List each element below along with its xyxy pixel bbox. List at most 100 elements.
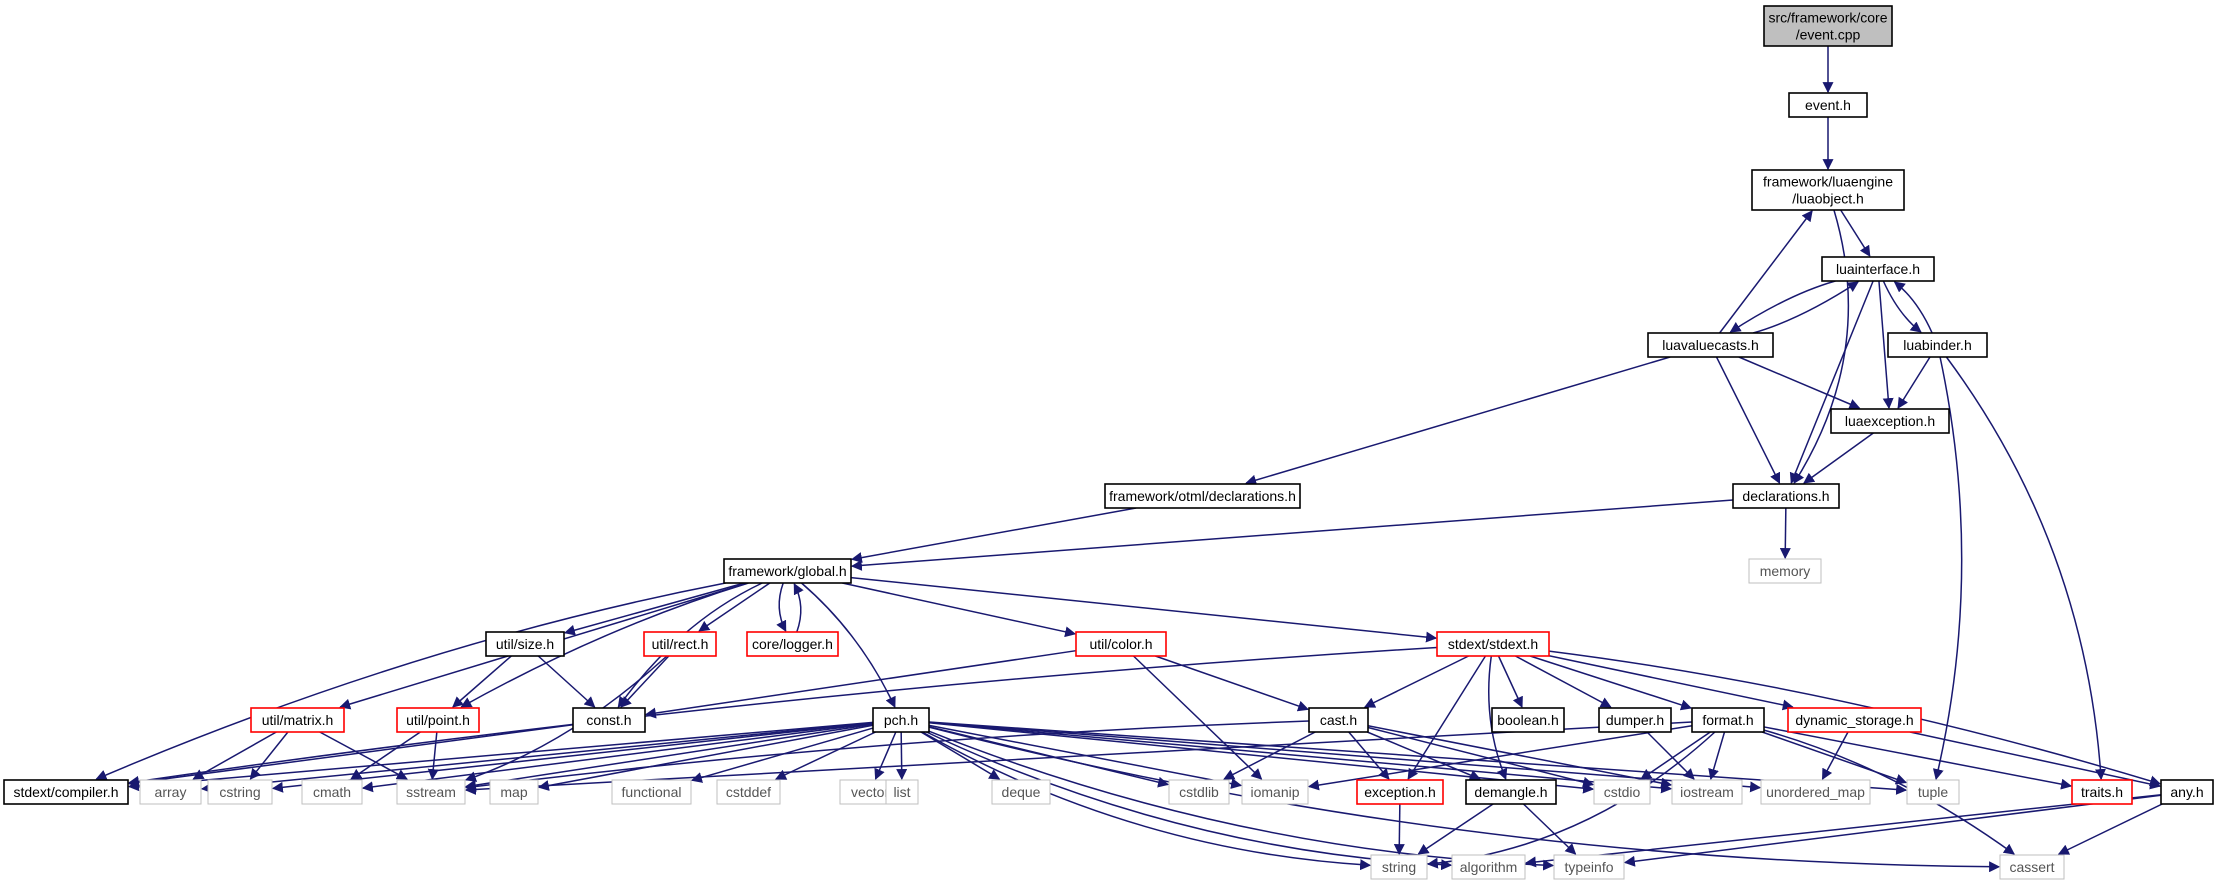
node-boolean[interactable]: boolean.h <box>1491 707 1565 733</box>
node-matrix[interactable]: util/matrix.h <box>250 707 345 733</box>
node-point[interactable]: util/point.h <box>396 707 480 733</box>
node-box-iostream <box>1671 779 1743 805</box>
node-label-root: src/framework/core <box>1768 10 1887 26</box>
node-logger[interactable]: core/logger.h <box>746 631 839 657</box>
node-luavaluecasts[interactable]: luavaluecasts.h <box>1647 332 1774 358</box>
node-exception[interactable]: exception.h <box>1356 779 1444 805</box>
edge-pch-to-vector <box>874 731 897 781</box>
node-any[interactable]: any.h <box>2160 779 2214 805</box>
node-cast[interactable]: cast.h <box>1308 707 1369 733</box>
node-color[interactable]: util/color.h <box>1075 631 1167 657</box>
edge-luabinder-to-luainterface <box>1893 281 1933 334</box>
edge-cast-to-cstdlib <box>1223 731 1316 780</box>
node-box-sstream <box>396 779 466 805</box>
node-box-rect <box>643 631 717 657</box>
edge-declarations-to-memory <box>1779 507 1791 560</box>
edge-size-to-const <box>537 655 596 708</box>
edge-pch-to-cstddef <box>775 731 876 780</box>
node-rect[interactable]: util/rect.h <box>643 631 717 657</box>
node-global[interactable]: framework/global.h <box>723 558 852 584</box>
node-label-algorithm: algorithm <box>1460 859 1518 875</box>
node-box-declarations <box>1732 483 1840 509</box>
node-box-algorithm <box>1451 854 1526 880</box>
edge-dumper-to-iostream <box>1646 731 1695 780</box>
node-label-cstring: cstring <box>219 784 260 800</box>
node-box-typeinfo <box>1553 854 1625 880</box>
node-box-any <box>2160 779 2214 805</box>
node-label-color: util/color.h <box>1089 636 1152 652</box>
node-box-list <box>885 779 919 805</box>
edge-luabinder-to-traits <box>1945 356 2106 781</box>
node-string: string <box>1370 854 1428 880</box>
node-box-logger <box>746 631 839 657</box>
node-format[interactable]: format.h <box>1691 707 1765 733</box>
edge-luavaluecasts-to-luainterface <box>1752 281 1859 334</box>
node-pch[interactable]: pch.h <box>872 707 930 733</box>
node-box-global <box>723 558 852 584</box>
edge-demangle-to-string <box>1417 803 1494 855</box>
node-label-cstdlib: cstdlib <box>1179 784 1219 800</box>
node-label-iostream: iostream <box>1680 784 1734 800</box>
node-label-matrix: util/matrix.h <box>262 712 334 728</box>
edge-stdext-to-cast <box>1363 655 1469 708</box>
node-label-luaobject: /luaobject.h <box>1792 191 1864 207</box>
edge-cast-to-sstream <box>464 720 1310 792</box>
edge-pch-to-array <box>200 722 874 794</box>
node-label-format: format.h <box>1702 712 1753 728</box>
node-const[interactable]: const.h <box>572 707 646 733</box>
edge-global-to-point <box>460 582 749 708</box>
node-luaexception[interactable]: luaexception.h <box>1830 408 1950 434</box>
node-root[interactable]: src/framework/core/event.cpp <box>1763 5 1893 47</box>
node-box-point <box>396 707 480 733</box>
node-demangle[interactable]: demangle.h <box>1465 779 1557 805</box>
edge-stdext-to-dynstore <box>1548 655 1794 711</box>
node-label-luaexception: luaexception.h <box>1845 413 1935 429</box>
edge-otml_decl-to-global <box>850 507 1137 563</box>
node-unordered_map: unordered_map <box>1760 779 1871 805</box>
node-label-event_h: event.h <box>1805 97 1851 113</box>
edge-dynstore-to-unordered_map <box>1821 731 1849 780</box>
edge-pch-to-deque <box>920 731 1001 780</box>
node-box-color <box>1075 631 1167 657</box>
node-label-any: any.h <box>2170 784 2203 800</box>
node-box-traits <box>2071 779 2133 805</box>
node-label-deque: deque <box>1002 784 1041 800</box>
node-luaobject[interactable]: framework/luaengine/luaobject.h <box>1751 169 1905 211</box>
edge-pch-to-cmath <box>361 722 874 793</box>
node-label-logger: core/logger.h <box>752 636 833 652</box>
edge-any-to-algorithm <box>1524 794 2162 868</box>
node-luabinder[interactable]: luabinder.h <box>1887 332 1988 358</box>
edge-global-to-color <box>842 582 1077 638</box>
node-label-traits: traits.h <box>2081 784 2123 800</box>
node-dumper[interactable]: dumper.h <box>1598 707 1672 733</box>
edge-luavaluecasts-to-luaexception <box>1738 356 1861 410</box>
node-size[interactable]: util/size.h <box>485 631 565 657</box>
edge-demangle-to-typeinfo <box>1522 803 1577 855</box>
node-label-compiler: stdext/compiler.h <box>13 784 118 800</box>
edge-size-to-point <box>452 655 512 708</box>
node-box-boolean <box>1491 707 1565 733</box>
node-tuple: tuple <box>1906 779 1960 805</box>
edge-global-to-compiler <box>95 582 726 781</box>
node-label-size: util/size.h <box>496 636 554 652</box>
node-otml_decl[interactable]: framework/otml/declarations.h <box>1104 483 1301 509</box>
edge-pch-to-cstring <box>271 722 874 793</box>
edge-luaobject-to-luainterface <box>1840 209 1871 257</box>
node-dynstore[interactable]: dynamic_storage.h <box>1787 707 1922 733</box>
edge-exception-to-string <box>1393 803 1405 856</box>
node-compiler[interactable]: stdext/compiler.h <box>3 779 129 805</box>
node-box-cstddef <box>716 779 781 805</box>
edge-color-to-iomanip <box>1132 655 1263 780</box>
node-box-cstdio <box>1593 779 1651 805</box>
node-label-boolean: boolean.h <box>1497 712 1559 728</box>
node-box-dynstore <box>1787 707 1922 733</box>
node-box-string <box>1370 854 1428 880</box>
node-luainterface[interactable]: luainterface.h <box>1821 256 1935 282</box>
node-stdext[interactable]: stdext/stdext.h <box>1436 631 1550 657</box>
node-event_h[interactable]: event.h <box>1788 92 1868 118</box>
node-traits[interactable]: traits.h <box>2071 779 2133 805</box>
node-sstream: sstream <box>396 779 466 805</box>
node-declarations[interactable]: declarations.h <box>1732 483 1840 509</box>
node-box-cassert <box>1999 854 2065 880</box>
node-box-matrix <box>250 707 345 733</box>
